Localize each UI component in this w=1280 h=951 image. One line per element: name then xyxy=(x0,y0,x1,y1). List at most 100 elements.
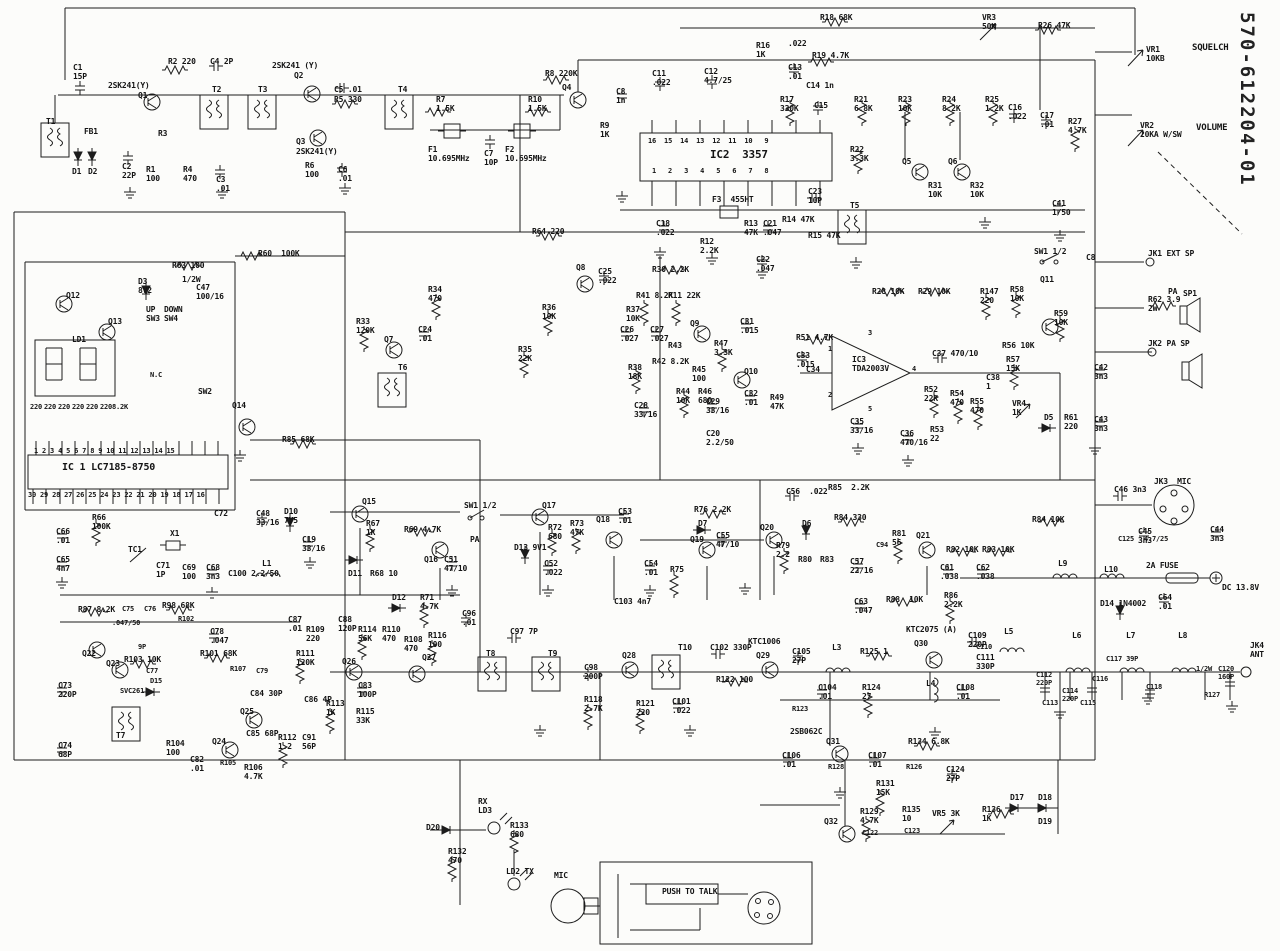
component-label: R81 56 xyxy=(892,529,906,547)
component-label: R104 100 xyxy=(166,739,185,757)
component-label: T1 xyxy=(46,117,56,126)
component-label: D17 xyxy=(1010,793,1024,802)
component-label: VR4 1K xyxy=(1012,399,1026,417)
component-label: L9 xyxy=(1058,559,1068,568)
component-label: KTC2075 (A) xyxy=(906,625,957,634)
volume-label: VOLUME xyxy=(1196,123,1228,133)
component-label: R106 4.7K xyxy=(244,763,263,781)
connector-symbols xyxy=(467,23,1252,891)
component-label: C101 .022 xyxy=(672,697,691,715)
component-label: C117 39P xyxy=(1106,655,1139,663)
component-label: C73 220P xyxy=(58,681,77,699)
component-label: R13 47K xyxy=(744,219,758,237)
component-label: C77 xyxy=(146,667,159,675)
component-label: C44 3n3 xyxy=(1210,525,1224,543)
component-label: Q26 xyxy=(342,657,356,666)
component-label: PA xyxy=(470,535,480,544)
component-label: 220 xyxy=(72,403,85,411)
component-label: Q31 xyxy=(826,737,840,746)
component-label: R108 470 xyxy=(404,635,423,653)
component-label: C125 xyxy=(1118,535,1135,543)
component-label: SP1 xyxy=(1183,289,1197,298)
component-label: IC 1 LC7185-8750 xyxy=(62,462,156,473)
component-label: Q19 xyxy=(690,535,704,544)
component-label: FB1 xyxy=(84,127,98,136)
dc-supply-label: DC 13.8V xyxy=(1222,583,1259,592)
component-label: 4 xyxy=(912,365,917,373)
component-label: R58 10K xyxy=(1010,285,1024,303)
component-label: C66 .01 xyxy=(56,527,70,545)
component-label: C35 33/16 xyxy=(850,417,874,435)
component-label: R132 470 xyxy=(448,847,467,865)
component-label: C54 .01 xyxy=(644,559,658,577)
component-label: R85 2.2K xyxy=(828,483,870,492)
component-label: R76 2.2K xyxy=(694,505,731,514)
component-label: R32 10K xyxy=(970,181,984,199)
component-label: R30 2.2K xyxy=(652,265,689,274)
component-label: C51 47/10 xyxy=(444,555,468,573)
component-label: DOWN SW4 xyxy=(164,305,183,323)
component-label: Q16 xyxy=(424,555,438,564)
component-label: Q17 xyxy=(542,501,556,510)
component-label: R16 1K xyxy=(756,41,770,59)
component-label: C55 47/10 xyxy=(716,531,740,549)
component-label: Q5 xyxy=(902,157,912,166)
component-label: D11 xyxy=(348,569,362,578)
component-label: R63 100 xyxy=(172,261,205,270)
component-label: R136 1K xyxy=(982,805,1001,823)
component-label: R47 3.3K xyxy=(714,339,733,357)
component-label: R28 10K xyxy=(872,287,905,296)
component-label: C4 2P xyxy=(210,57,234,66)
component-label: 4.7/25 xyxy=(1144,535,1169,543)
component-label: R29 10K xyxy=(918,287,951,296)
component-label: 2A FUSE xyxy=(1146,561,1179,570)
component-label: C69 100 xyxy=(182,563,196,581)
component-label: C46 3n3 xyxy=(1114,485,1147,494)
component-label: D14 1N4002 xyxy=(1100,599,1147,608)
component-label: R7 1.5K xyxy=(436,95,455,113)
component-label: C15 xyxy=(814,101,828,110)
component-label: R125 1 xyxy=(860,647,888,656)
component-label: C86 4P xyxy=(304,695,332,704)
component-label: C100 2.2/50 xyxy=(228,569,279,578)
component-label: D15 xyxy=(150,677,163,685)
component-label: Q18 xyxy=(596,515,610,524)
component-label: T7 xyxy=(116,731,126,740)
component-label: R49 47K xyxy=(770,393,784,411)
component-label: VR1 10KB xyxy=(1146,45,1165,63)
component-label: R126 xyxy=(906,763,923,771)
component-label: 1 2 3 4 5 6 7 8 9 10 11 12 13 14 15 xyxy=(34,447,175,455)
component-label: VR3 50K xyxy=(982,13,996,31)
component-label: C22 .047 xyxy=(756,255,775,273)
component-label: R41 8.2K xyxy=(636,291,673,300)
component-label: R6 100 xyxy=(305,161,319,179)
component-label: C84 30P xyxy=(250,689,283,698)
component-label: R102 xyxy=(178,615,195,623)
component-label: C38 1 xyxy=(986,373,1000,391)
component-label: R35 22K xyxy=(518,345,532,363)
component-label: C2 22P xyxy=(122,162,136,180)
component-label: R98 68K xyxy=(162,601,195,610)
component-label: C120 160P xyxy=(1218,665,1235,681)
component-label: C105 27P xyxy=(792,647,811,665)
component-label: C65 4n7 xyxy=(56,555,70,573)
component-label: R69 4.7K xyxy=(404,525,441,534)
component-label: R38 18K xyxy=(628,363,642,381)
component-label: R9 1K xyxy=(600,121,610,139)
component-label: C71 1P xyxy=(156,561,170,579)
component-label: C88 120P xyxy=(338,615,357,633)
component-label: R147 220 xyxy=(980,287,999,305)
component-label: R80 xyxy=(798,555,812,564)
component-label: L5 xyxy=(1004,627,1014,636)
component-label: C96 .01 xyxy=(462,609,476,627)
component-label: R18 68K xyxy=(820,13,853,22)
component-label: T2 xyxy=(212,85,222,94)
component-label: 2 xyxy=(828,391,833,399)
component-label: R134 6.8K xyxy=(908,737,950,746)
component-label: C37 470/10 xyxy=(932,349,979,358)
component-label: R12 2.2K xyxy=(700,237,719,255)
ic3-label: IC3 TDA2003V xyxy=(852,355,889,373)
component-label: Q22 xyxy=(82,649,96,658)
component-label: Q15 xyxy=(362,497,376,506)
component-label: C72 xyxy=(214,509,228,518)
